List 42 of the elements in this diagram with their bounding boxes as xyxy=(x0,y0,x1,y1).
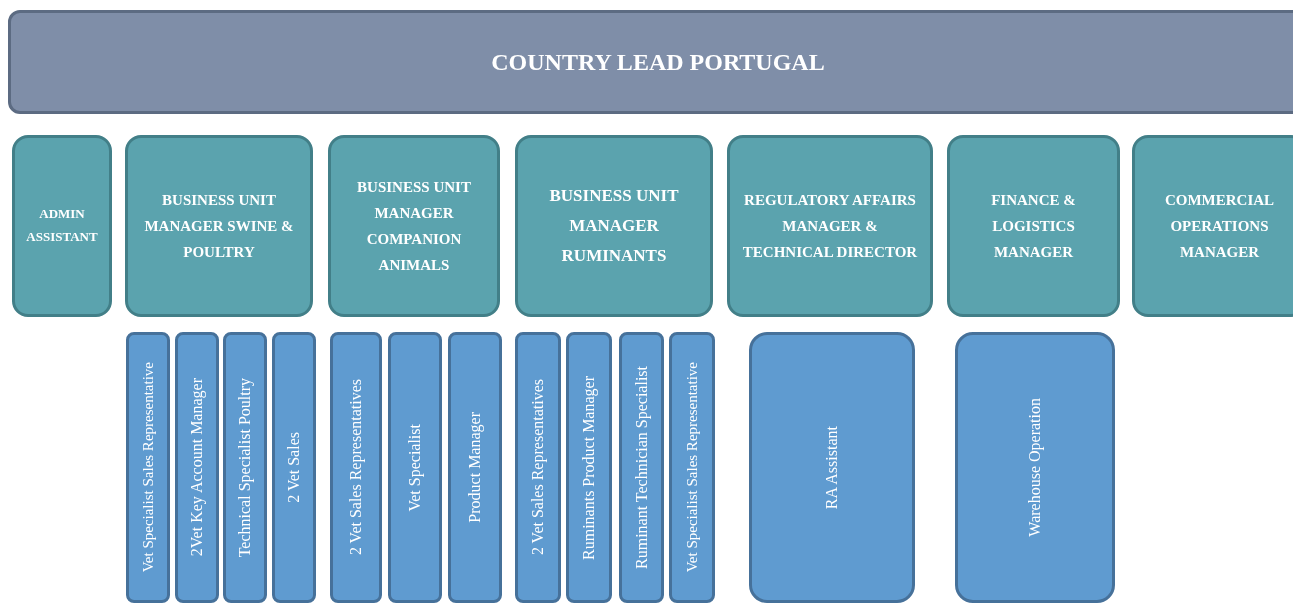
role-title: Product Manager xyxy=(466,412,484,523)
staff-box xyxy=(448,332,502,603)
role-title: BUSINESS UNIT MANAGER RUMINANTS xyxy=(548,185,680,267)
staff-box xyxy=(272,332,316,603)
manager-box xyxy=(328,135,500,317)
manager-box xyxy=(12,135,112,317)
role-title: COUNTRY LEAD PORTUGAL xyxy=(491,48,825,76)
staff-box xyxy=(175,332,219,603)
role-title: BUSINESS UNIT MANAGER COMPANION ANIMALS xyxy=(356,177,472,276)
staff-box xyxy=(330,332,382,603)
staff-box xyxy=(223,332,267,603)
role-title: FINANCE & LOGISTICS MANAGER xyxy=(990,190,1077,263)
role-title: 2 Vet Sales xyxy=(285,432,303,503)
role-title: BUSINESS UNIT MANAGER SWINE & POULTRY xyxy=(143,190,295,263)
manager-box xyxy=(1132,135,1293,317)
staff-box xyxy=(566,332,612,603)
staff-box xyxy=(955,332,1115,603)
staff-box xyxy=(749,332,915,603)
role-title: 2 Vet Sales Representatives xyxy=(347,379,365,556)
role-title: Warehouse Operation xyxy=(1026,398,1044,537)
role-title: Vet Specialist xyxy=(406,423,424,512)
role-title: Ruminant Technician Specialist xyxy=(632,366,651,569)
manager-box xyxy=(947,135,1120,317)
role-title: Vet Specialist Sales Representative xyxy=(139,362,157,573)
manager-box xyxy=(727,135,933,317)
role-title: ADMIN ASSISTANT xyxy=(25,205,99,246)
staff-box xyxy=(669,332,715,603)
manager-box xyxy=(125,135,313,317)
role-title: Vet Specialist Sales Representative xyxy=(683,362,701,573)
role-title: RA Assistant xyxy=(823,425,841,510)
role-title: Ruminants Product Manager xyxy=(580,375,598,560)
staff-box xyxy=(126,332,170,603)
staff-box xyxy=(619,332,664,603)
role-title: 2 Vet Sales Representatives xyxy=(529,379,547,556)
staff-box xyxy=(515,332,561,603)
role-title: REGULATORY AFFAIRS MANAGER & TECHNICAL DIRECTOR xyxy=(741,190,919,263)
role-title: COMMERCIAL OPERATIONS MANAGER xyxy=(1163,190,1276,263)
staff-box xyxy=(388,332,442,603)
role-title: Technical Specialist Poultry xyxy=(236,377,254,558)
header-box xyxy=(8,10,1293,114)
role-title: 2Vet Key Account Manager xyxy=(188,378,206,557)
manager-box xyxy=(515,135,713,317)
